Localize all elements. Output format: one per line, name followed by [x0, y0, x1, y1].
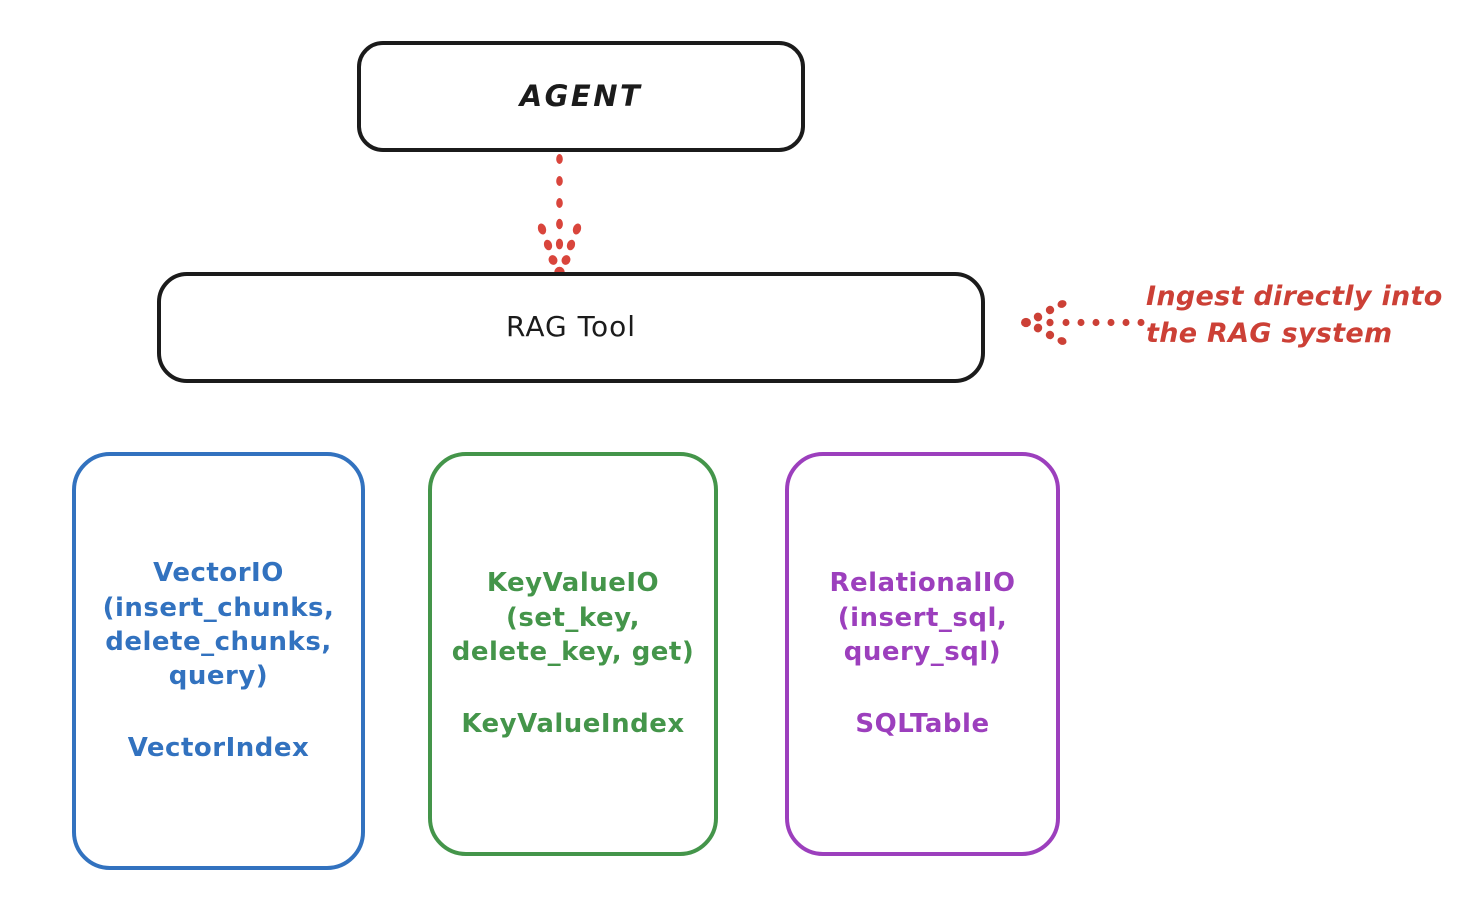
sql-table-label: SQLTable: [855, 709, 990, 740]
ingest-annotation-text: Ingest directly into the RAG system: [1146, 281, 1443, 349]
agent-node[interactable]: AGENT: [357, 41, 805, 152]
agent-to-rag-arrow: [537, 154, 582, 278]
key-value-index-label: KeyValueIndex: [461, 709, 685, 740]
rag-tool-node-label: RAG Tool: [506, 310, 636, 344]
vector-index-label: VectorIndex: [127, 733, 310, 764]
rag-tool-node[interactable]: RAG Tool: [157, 272, 985, 383]
key-value-io-label: KeyValueIO (set_key, delete_key, get): [451, 568, 695, 667]
vector-io-node[interactable]: VectorIO (insert_chunks, delete_chunks, …: [72, 452, 365, 870]
relational-io-label: RelationalIO (insert_sql, query_sql): [829, 568, 1016, 667]
relational-io-node[interactable]: RelationalIO (insert_sql, query_sql) SQL…: [785, 452, 1060, 856]
vector-io-label: VectorIO (insert_chunks, delete_chunks, …: [102, 558, 335, 692]
key-value-io-node[interactable]: KeyValueIO (set_key, delete_key, get) Ke…: [428, 452, 718, 856]
agent-node-label: AGENT: [519, 78, 643, 113]
ingest-into-rag-arrow: [1021, 300, 1145, 345]
